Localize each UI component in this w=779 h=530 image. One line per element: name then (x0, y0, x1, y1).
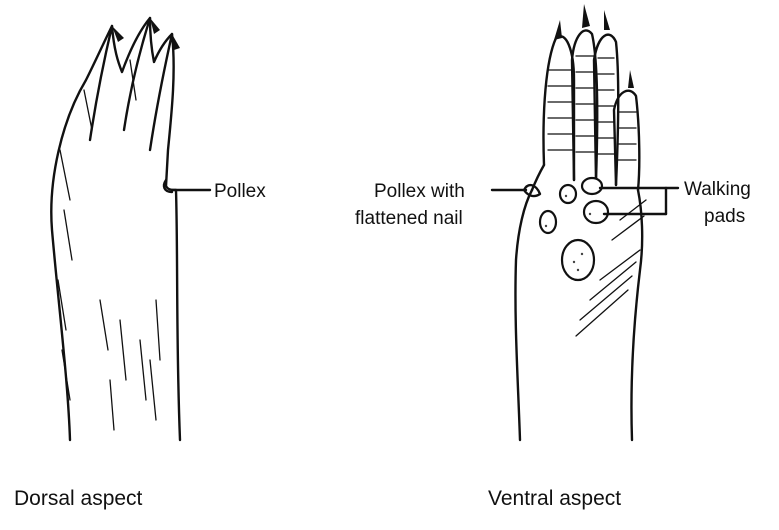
dorsal-paw (50, 16, 182, 442)
ventral-palm-edge (530, 163, 546, 192)
walking-pad-4 (582, 199, 610, 225)
ventral-claw-1 (554, 20, 562, 40)
dorsal-claw-1 (112, 26, 124, 42)
walking-pads-label-line2: pads (704, 206, 745, 227)
ventral-pollex-label-line1: Pollex with (374, 181, 465, 202)
walking-pad-3 (538, 209, 558, 235)
ventral-pollex-label-line2: flattened nail (355, 208, 463, 229)
dorsal-caption: Dorsal aspect (14, 487, 143, 510)
ventral-paw (514, 4, 647, 442)
walking-pads-bracket (598, 186, 680, 216)
ventral-digit-ridges (547, 55, 637, 161)
dorsal-pollex-label: Pollex (214, 181, 266, 202)
ventral-claw-3 (604, 10, 610, 30)
walking-pad-2 (580, 176, 604, 196)
ventral-pollex (522, 183, 542, 198)
ventral-digit-2 (570, 29, 599, 182)
walking-pad-5 (560, 238, 596, 282)
dorsal-digit-line-3 (148, 32, 174, 152)
dorsal-pollex (162, 178, 174, 194)
ventral-paw-outline (514, 188, 644, 442)
walking-pad-1 (558, 183, 578, 205)
walking-pads-label-line1: Walking (684, 179, 751, 200)
ventral-digit-3 (592, 33, 620, 187)
pad-texture (544, 194, 592, 272)
ventral-claw-4 (628, 70, 634, 88)
ventral-caption: Ventral aspect (488, 487, 621, 510)
ventral-fur (575, 199, 647, 337)
ventral-claw-2 (582, 4, 590, 28)
dorsal-claw-2 (150, 18, 160, 34)
dorsal-paw-outline (50, 16, 182, 442)
dorsal-digit-line-1 (88, 24, 114, 142)
ventral-digit-4 (612, 89, 641, 192)
dorsal-digit-line-2 (122, 16, 152, 132)
dorsal-claw-3 (172, 34, 180, 50)
dorsal-fur (57, 59, 161, 431)
ventral-digit-1 (542, 35, 576, 182)
